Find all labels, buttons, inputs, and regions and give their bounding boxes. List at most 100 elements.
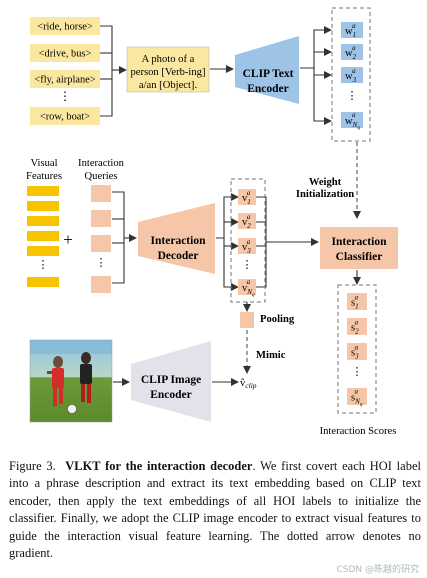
hoi-label-bg (30, 70, 100, 88)
interaction-classifier-label-2: Classifier (336, 251, 383, 263)
caption-title: VLKT for the interaction decoder (65, 459, 253, 473)
figure-diagram: <ride, horse> <drive, bus> <fly, airplane>… (26, 7, 398, 437)
prompt-line-1: A photo of a (142, 54, 195, 65)
visual-feature-bar (27, 216, 59, 226)
score-cell-label: s3a (351, 344, 359, 361)
figure-caption: Figure 3. VLKT for the interaction decod… (9, 458, 421, 562)
hoi-label-bg (30, 44, 100, 62)
text-embedding-cell-label: w2a (345, 44, 357, 61)
query-cell (91, 210, 111, 227)
hoi-label-text: <row, boat> (40, 112, 90, 123)
interaction-feature-cell: v3a (238, 238, 256, 255)
hoi-label-text: <drive, bus> (39, 49, 92, 60)
vdots-text: ⋮ (96, 257, 107, 269)
visual-feature-bar (27, 186, 59, 196)
interaction-decoder: Interaction Decoder (138, 203, 215, 274)
interaction-feature-cell-label: v3a (242, 238, 251, 255)
visual-feature-bar (27, 277, 59, 287)
clip-image-encoder-label-1: CLIP Image (141, 374, 201, 386)
clip-text-encoder-label-1: CLIP Text (243, 68, 294, 80)
prompt-line-3: a/an [Object]. (139, 80, 197, 91)
visual-feature-bar (27, 246, 59, 256)
vdots-text: ⋮ (352, 366, 363, 378)
text-embedding-cell-bg (341, 112, 363, 128)
mimic-label: Mimic (256, 350, 286, 361)
interaction-feature-cell: v2a (238, 213, 256, 230)
clip-image-encoder-label-2: Encoder (150, 389, 192, 401)
score-cell: s2a (347, 318, 367, 336)
visual-feature-bar (27, 201, 59, 211)
score-cell: s3a (347, 343, 367, 361)
interaction-decoder-label-2: Decoder (158, 250, 199, 262)
visual-features-stack: ⋮ (27, 186, 59, 287)
interaction-queries-label-2: Queries (85, 171, 118, 182)
text-embedding-cell-bg (341, 22, 363, 38)
interaction-feature-cell-bg (238, 189, 256, 205)
score-cell: s1a (347, 293, 367, 311)
vdots-text: ⋮ (347, 90, 358, 102)
interaction-classifier: Interaction Classifier (320, 227, 398, 269)
text-embedding-cell: w3a (341, 67, 363, 84)
text-embedding-cell: w1a (341, 22, 363, 39)
hoi-label-text: <fly, airplane> (34, 75, 95, 86)
query-cell (91, 185, 111, 202)
interaction-scores-column: s1a s2a s3a ⋮ sNqa (347, 293, 367, 408)
text-embedding-column: w1a w2a w3a ⋮ wNqa (341, 22, 363, 131)
weight-initialization-label-2: Initialization (296, 189, 354, 200)
vdots-text: ⋮ (242, 259, 253, 271)
input-image (29, 339, 113, 423)
pooled-feature (240, 312, 254, 328)
interaction-feature-cell-label: v2a (242, 213, 251, 230)
text-embedding-cell: w2a (341, 44, 363, 61)
hoi-label-box: <drive, bus> (30, 44, 100, 62)
text-embedding-cell: wNqa (341, 111, 363, 131)
interaction-feature-column: v1a v2a v3a ⋮ vNqa (238, 189, 256, 298)
interaction-decoder-label-1: Interaction (151, 235, 207, 247)
interaction-classifier-label-1: Interaction (332, 236, 388, 248)
interaction-queries-column: ⋮ (91, 185, 111, 293)
score-cell: sNqa (347, 388, 367, 408)
hoi-label-text: <ride, horse> (37, 22, 93, 33)
score-cell-label: s1a (351, 294, 359, 311)
visual-features-label-2: Features (26, 171, 62, 182)
hoi-label-bg (30, 107, 100, 125)
interaction-scores-label: Interaction Scores (320, 426, 397, 437)
score-cell-bg (347, 318, 367, 335)
text-embedding-cell-label: wNqa (345, 111, 360, 131)
hoi-label-box: <fly, airplane> (30, 70, 100, 88)
watermark: CSDN @陈越的研究 (336, 565, 419, 575)
interaction-feature-cell-bg (238, 279, 256, 295)
text-embedding-cell-bg (341, 67, 363, 83)
interaction-feature-cell-label: v1a (242, 189, 251, 206)
visual-features-label-1: Visual (30, 158, 57, 169)
caption-body: . We first covert each HOI label into a … (9, 459, 422, 561)
score-cell-label: sNqa (351, 388, 363, 408)
clip-text-encoder: CLIP Text Encoder (235, 36, 299, 104)
prompt-line-2: person [Verb-ing] (130, 67, 205, 78)
query-cell (91, 276, 111, 293)
clip-image-encoder: CLIP Image Encoder (131, 341, 211, 422)
interaction-feature-cell-label: vNqa (242, 278, 255, 298)
score-cell-label: s2a (351, 319, 359, 336)
plus-sign: + (63, 230, 73, 249)
score-cell-bg (347, 293, 367, 310)
clip-text-encoder-label-2: Encoder (247, 83, 289, 95)
v-clip-label: v̂clip (240, 378, 257, 390)
interaction-feature-cell-bg (238, 238, 256, 254)
hoi-vdots: ⋮ (59, 89, 71, 103)
interaction-feature-cell-bg (238, 213, 256, 229)
query-cell (91, 235, 111, 252)
score-cell-bg (347, 388, 367, 405)
interaction-queries-label-1: Interaction (78, 158, 125, 169)
interaction-feature-cell: vNqa (238, 278, 256, 298)
weight-initialization-label-1: Weight (309, 177, 342, 188)
vdots-text: ⋮ (59, 89, 71, 103)
visual-feature-bar (27, 231, 59, 241)
text-embedding-cell-label: w1a (345, 22, 356, 39)
text-embedding-cell-bg (341, 44, 363, 60)
hoi-label-box: <row, boat> (30, 107, 100, 125)
interaction-feature-cell: v1a (238, 189, 256, 206)
hoi-label-box: <ride, horse> (30, 17, 100, 35)
pooling-label: Pooling (260, 314, 295, 325)
figure-label: Figure 3. (9, 459, 56, 473)
